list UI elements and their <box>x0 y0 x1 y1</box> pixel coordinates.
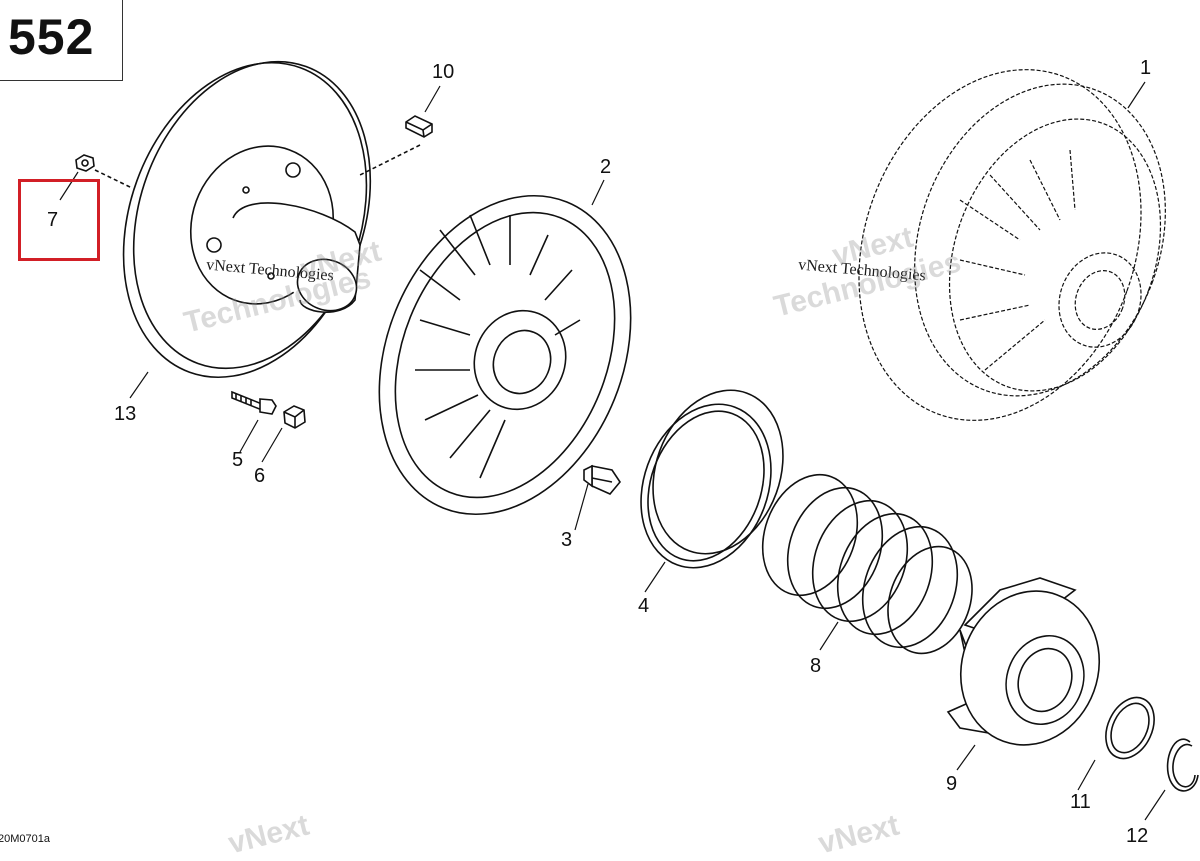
part-13-fixed-sheave <box>122 60 372 379</box>
part-10-key <box>359 115 433 176</box>
part-6-nut <box>283 405 306 429</box>
figure-code: 20M0701a <box>0 833 50 845</box>
part-12-circlip <box>1166 738 1199 792</box>
part-5-bolt <box>231 390 277 415</box>
highlight-box[interactable] <box>18 179 100 261</box>
part-4-ring <box>640 389 784 569</box>
callout-2[interactable]: 2 <box>600 156 612 178</box>
callout-3[interactable]: 3 <box>561 529 573 551</box>
part-1-driven-pulley-assembly <box>858 69 1166 421</box>
part-9-cam <box>946 577 1101 746</box>
callout-13[interactable]: 13 <box>114 403 137 425</box>
callout-4[interactable]: 4 <box>638 595 650 617</box>
leader-lines <box>59 81 1166 821</box>
part-3-slider <box>583 464 621 495</box>
callout-7[interactable]: 7 <box>47 209 59 231</box>
part-8-spring <box>761 473 973 655</box>
part-2-movable-sheave <box>378 194 632 516</box>
callout-10[interactable]: 10 <box>432 61 455 83</box>
page-number: 552 <box>8 9 95 65</box>
callout-11[interactable]: 11 <box>1070 791 1091 813</box>
page-number-box: 552 <box>0 0 123 81</box>
part-7-nut <box>75 154 133 189</box>
callout-12[interactable]: 12 <box>1126 825 1149 847</box>
callout-8[interactable]: 8 <box>810 655 822 677</box>
part-11-washer <box>1105 696 1155 760</box>
callout-5[interactable]: 5 <box>232 449 244 471</box>
callout-1[interactable]: 1 <box>1140 57 1152 79</box>
callout-6[interactable]: 6 <box>254 465 266 487</box>
callout-9[interactable]: 9 <box>946 773 958 795</box>
